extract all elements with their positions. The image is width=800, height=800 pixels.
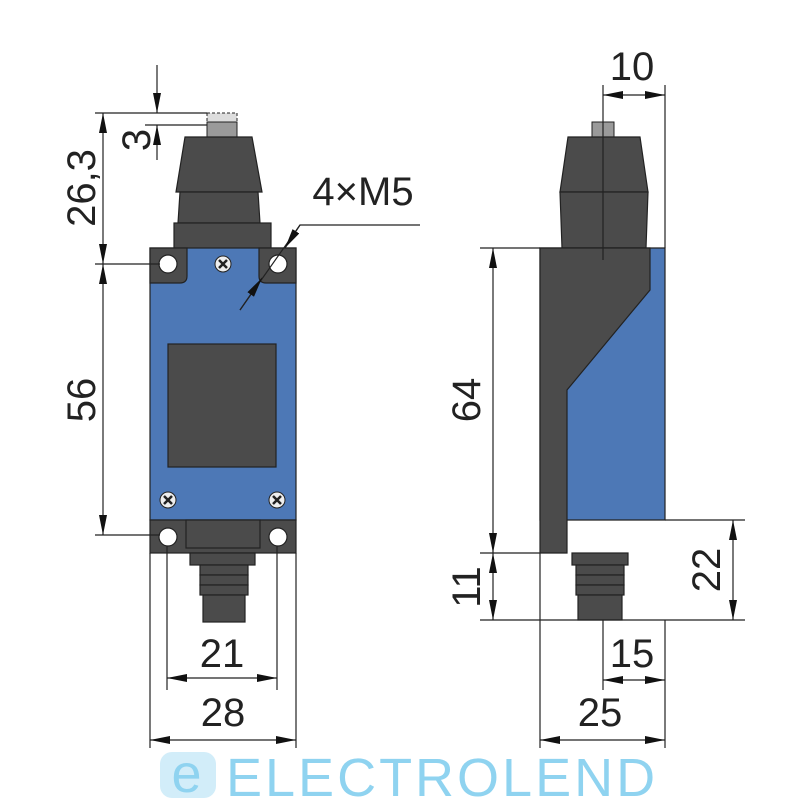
watermark-logo: e ELECTROLEND <box>160 744 658 800</box>
dim-56: 56 <box>60 378 104 423</box>
front-window <box>167 343 277 468</box>
logo-letter: e <box>171 744 204 800</box>
side-stem-top <box>571 552 629 566</box>
side-plunger-cap-lower <box>559 191 649 249</box>
plunger-base <box>173 222 272 250</box>
extension-lines <box>95 112 207 536</box>
dim-26-3: 26,3 <box>60 149 104 227</box>
stem-ring <box>199 564 249 576</box>
bottom-center-block <box>185 519 261 549</box>
plunger-pin <box>206 121 238 138</box>
side-view: 10 64 11 22 15 25 <box>445 45 745 748</box>
stem-top <box>189 552 256 566</box>
dim-10: 10 <box>610 45 655 89</box>
side-stem-ring <box>575 574 625 586</box>
dim-21: 21 <box>200 632 245 676</box>
plunger-cap-lower <box>177 191 261 224</box>
dim-15: 15 <box>610 632 655 676</box>
dim-4xm5: 4×M5 <box>312 170 413 214</box>
dim-11: 11 <box>445 566 489 608</box>
stem-ring <box>199 584 249 596</box>
dim-22: 22 <box>685 548 729 593</box>
dim-64: 64 <box>445 378 489 423</box>
screw-icons <box>159 255 286 509</box>
front-view: 26,3 3 56 4×M5 21 28 <box>60 65 420 748</box>
side-extension-lines <box>480 85 745 748</box>
stem-bottom <box>202 594 246 623</box>
mounting-holes <box>158 254 288 547</box>
side-stem-ring <box>575 564 625 576</box>
watermark-text: ELECTROLEND <box>226 748 658 800</box>
side-plunger-cap <box>559 136 649 193</box>
stem-ring <box>199 574 249 586</box>
extension-lines-bottom <box>149 546 297 748</box>
dim-25: 25 <box>578 691 623 735</box>
side-stem-ring <box>575 584 625 596</box>
logo-tile <box>160 752 216 798</box>
dim-3: 3 <box>115 129 159 151</box>
plunger-cap <box>175 136 263 193</box>
side-stem-bottom <box>577 594 623 621</box>
dim-28: 28 <box>201 691 246 735</box>
